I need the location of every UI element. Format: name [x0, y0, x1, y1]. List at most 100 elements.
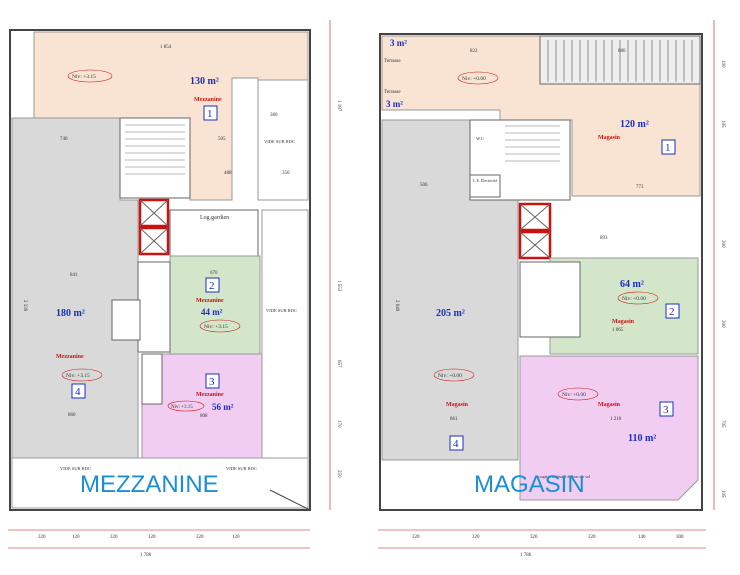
room-1-area-label: 130 m² [190, 76, 219, 87]
m-dim-top: 822 [470, 49, 478, 54]
m-dim-bottom-1: 861 [450, 417, 458, 422]
mezzanine-plan: 130 m² Mezzanine 1 Niv: +3.15 2 Mezzanin… [8, 20, 341, 558]
m-room-3-level: Niv: +0.00 [562, 392, 586, 398]
m-side-dim-4: 300 [720, 320, 725, 328]
axis-dim-1: 320 [38, 535, 46, 540]
m-room-3-number: 3 [663, 404, 669, 416]
m-niv-top: Niv: +0.00 [462, 76, 486, 82]
magasin-stairs-mid [519, 261, 581, 338]
room-4-area-label: 180 m² [56, 308, 85, 319]
m-side-dim-3: 300 [720, 240, 725, 248]
m-dim-top2: 880 [618, 49, 626, 54]
axis-dim-6: 120 [232, 535, 240, 540]
room-1-name: Mezzanine [194, 97, 222, 103]
vide-label-3: VIDE SUR RDC [60, 466, 91, 471]
mezzanine-room-4-area [11, 117, 139, 459]
m-side-dim-1: 100 [720, 60, 725, 68]
dim-right-1: 380 [270, 113, 278, 118]
dim-left-2: 505 [218, 137, 226, 142]
m-room-4-name: Magasin [446, 402, 469, 408]
dim-mid: 841 [70, 273, 78, 278]
m-dim-side-left: 2 649 [394, 300, 399, 312]
m-room-2-area-label: 64 m² [620, 279, 644, 290]
room-3-area-label: 56 m² [212, 402, 234, 412]
m-dim-bottom-total: 1 786 [520, 553, 532, 558]
room-2-area-label: 44 m² [201, 307, 223, 317]
room-3-name: Mezzanine [196, 392, 224, 398]
m-room-2-level: Niv: +0.00 [622, 296, 646, 302]
vide-sur-rdc-bottom [11, 457, 309, 509]
room-4-number: 4 [75, 386, 81, 398]
terrasse-side-label: Terrasse [384, 90, 401, 95]
m-room-4-number: 4 [453, 438, 459, 450]
side-dim-1: 1 187 [336, 100, 341, 112]
vide-label-4: VIDE SUR RDC [226, 466, 257, 471]
m-axis-dim-5: 140 [638, 535, 646, 540]
vide-sur-rdc-area [257, 79, 309, 201]
dim-mid2: 670 [210, 271, 218, 276]
m-room-1-name: Magasin [598, 135, 621, 141]
magasin-plan: 120 m² Magasin 1 Niv: +0.00 64 m² Niv: +… [378, 20, 725, 558]
room-3-level: Niv: +3.15 [171, 405, 193, 410]
axis-dim-4: 120 [148, 535, 156, 540]
wc-label: W.C [476, 136, 484, 141]
log-gardien-area [169, 209, 259, 257]
m-dim-mid-2: 773 [636, 185, 644, 190]
room-2-name: Mezzanine [196, 298, 224, 304]
m-axis-dim-4: 320 [588, 535, 596, 540]
dim-left-1: 746 [60, 137, 68, 142]
magasin-title: MAGASIN [474, 471, 585, 498]
room-2-level: Niv: +3.15 [204, 324, 228, 330]
terrasse-top-label: Terrasse [384, 59, 401, 64]
dim-bottom-2: 808 [200, 414, 208, 419]
terrasse-side-area: 3 m² [386, 99, 403, 109]
stairs-mid-2 [111, 299, 141, 341]
room-3-number: 3 [209, 376, 215, 388]
m-room-2-name: Magasin [612, 319, 635, 325]
m-room-1-number: 1 [665, 142, 671, 154]
terrasse-top-area: 3 m² [390, 38, 407, 48]
m-side-dim-6: 105 [720, 490, 725, 498]
m-axis-dim-6: 300 [676, 535, 684, 540]
mezzanine-title: MEZZANINE [80, 471, 219, 498]
room-4-name: Mezzanine [56, 354, 84, 360]
room-4-level: Niv: +3.15 [66, 373, 90, 379]
side-dim-4: 170 [336, 420, 341, 428]
stairs-low [141, 353, 163, 405]
axis-dim-5: 320 [196, 535, 204, 540]
magasin-outline [379, 33, 703, 511]
axis-dim-3: 320 [110, 535, 118, 540]
vide-sur-rdc-right [261, 209, 309, 459]
occupied-label: occupé et aménagé du bon sur sol [536, 474, 591, 479]
m-dim-mid-1: 506 [420, 183, 428, 188]
side-dim-2: 1 553 [336, 280, 341, 292]
m-dim-mid-4: 1 065 [612, 328, 624, 333]
mezzanine-outline [9, 29, 311, 511]
m-room-4-area-label: 205 m² [436, 308, 465, 319]
dim-bottom-total: 1 786 [140, 553, 152, 558]
elec-label: L.E. Electricité [473, 178, 498, 183]
stairs-top [119, 117, 191, 199]
axis-dim-2: 120 [72, 535, 80, 540]
side-dim-3: 657 [336, 360, 341, 368]
m-axis-dim-2: 320 [472, 535, 480, 540]
stairs-mid [137, 261, 171, 353]
m-room-3-name: Magasin [598, 402, 621, 408]
mezzanine-room-2-area [169, 255, 261, 355]
m-side-dim-2: 105 [720, 120, 725, 128]
dim-left-3: 488 [224, 171, 232, 176]
m-dim-mid-3: 893 [600, 236, 608, 241]
dim-bottom-1: 860 [68, 413, 76, 418]
dim-top: 1 854 [160, 45, 172, 50]
m-axis-dim-3: 320 [530, 535, 538, 540]
m-room-1-area-label: 120 m² [620, 119, 649, 130]
room-2-number: 2 [209, 280, 215, 292]
m-axis-dim-1: 320 [412, 535, 420, 540]
room-1-level: Niv: +3.15 [72, 74, 96, 80]
dim-right-2: 350 [282, 171, 290, 176]
m-room-4-level: Niv: +0.00 [438, 373, 462, 379]
side-dim-5: 250 [336, 470, 341, 478]
vide-label-1: VIDE SUR RDC [264, 139, 295, 144]
dim-side-left: 2 339 [22, 300, 27, 312]
